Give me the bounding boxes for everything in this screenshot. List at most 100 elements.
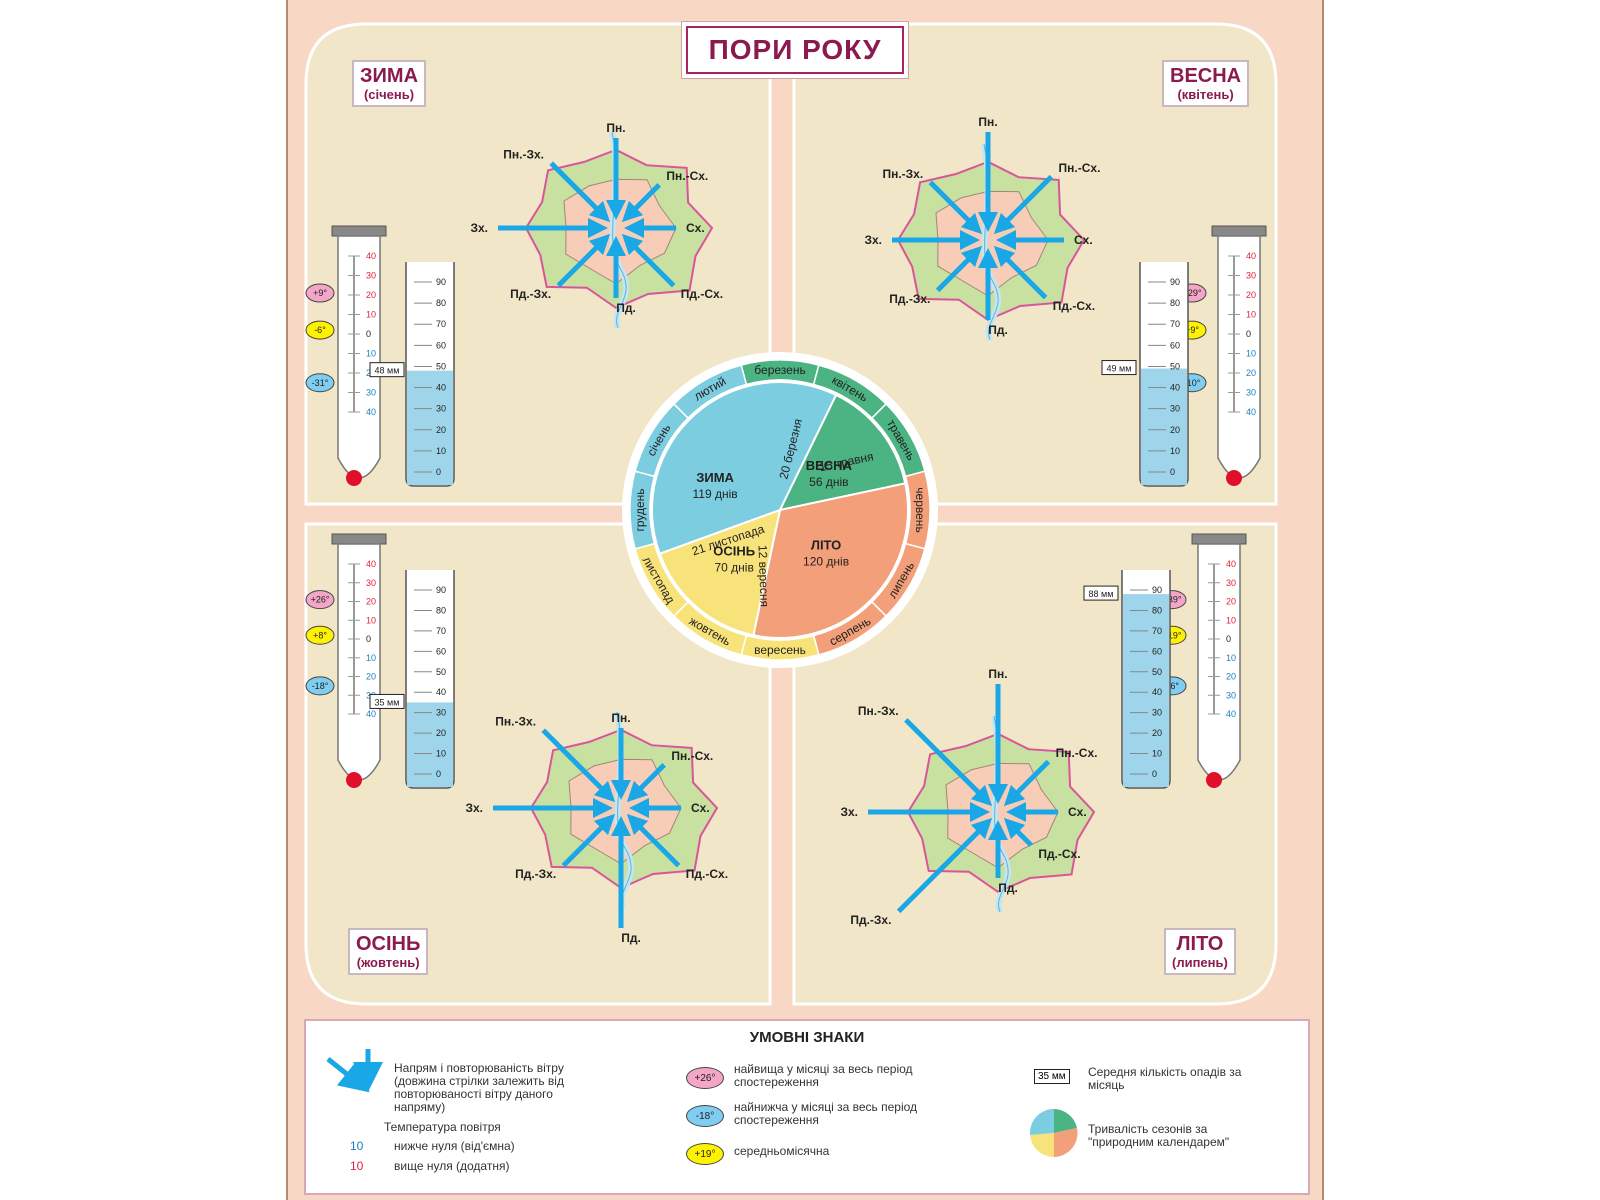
rain-tick: 10 <box>436 446 446 456</box>
wind-label-nw: Пн.-Зх. <box>882 167 923 181</box>
thermometer-tick: 40 <box>366 407 376 417</box>
rain-tick: 70 <box>1170 319 1180 329</box>
rain-tick: 70 <box>436 626 446 636</box>
wind-label-s: Пд. <box>988 323 1008 337</box>
wind-arrow-nw <box>928 180 983 235</box>
thermometer-cap <box>331 225 387 237</box>
sector-days: 120 днів <box>803 554 849 568</box>
rain-tick: 30 <box>436 404 446 414</box>
thermometer-tick: 10 <box>366 615 376 625</box>
month-label: грудень <box>633 488 647 531</box>
wind-label-se: Пд.-Сх. <box>1038 847 1080 861</box>
wind-arrow-sw <box>561 813 616 868</box>
wind-label-w: Зх. <box>840 805 858 819</box>
legend-neg-value: 10 <box>350 1139 364 1153</box>
season-label-winter: ЗИМА (січень) <box>352 60 427 107</box>
thermometer-tick: 10 <box>366 653 376 663</box>
wind-label-e: Сх. <box>686 221 705 235</box>
thermometer-tick: 40 <box>1246 251 1256 261</box>
thermometer-tick: 30 <box>1246 271 1256 281</box>
oval-max-text: +9° <box>313 288 327 298</box>
rain-tick: 90 <box>1170 277 1180 287</box>
legend-temp-heading: Температура повітря <box>384 1120 501 1134</box>
precip-box-text: 49 мм <box>1107 364 1132 374</box>
legend-min-oval: -18° <box>686 1105 724 1127</box>
oval-avg-text: +9° <box>1185 325 1199 335</box>
rain-tick: 0 <box>1152 769 1157 779</box>
wind-arrow-nw <box>541 728 616 803</box>
oval-max-text: +29° <box>1183 288 1202 298</box>
wind-label-nw: Пн.-Зх. <box>495 715 536 729</box>
wind-arrow-se <box>626 813 681 868</box>
rain-gauge-water <box>407 370 453 485</box>
rain-tick: 90 <box>1152 585 1162 595</box>
rain-tick: 30 <box>1170 404 1180 414</box>
thermometer-tick: 40 <box>1226 559 1236 569</box>
wind-label-ne: Пн.-Сх. <box>666 169 708 183</box>
rain-tick: 0 <box>1170 467 1175 477</box>
wind-arrow-se <box>621 233 676 288</box>
wind-label-ne: Пн.-Сх. <box>1059 161 1101 175</box>
legend: УМОВНІ ЗНАКИ Напрям і повторюваність віт… <box>304 1019 1310 1195</box>
sector-name: ЛІТО <box>811 537 841 552</box>
thermometer-tick: 0 <box>1226 634 1231 644</box>
wind-arrow-nw <box>904 718 993 807</box>
precip-box <box>369 362 405 378</box>
precip-box-text: 48 мм <box>375 366 400 376</box>
wind-label-s: Пд. <box>998 881 1018 895</box>
rain-tick: 20 <box>1170 425 1180 435</box>
legend-avg-label: середньомісячна <box>734 1144 830 1158</box>
oval-min <box>305 676 335 696</box>
wind-label-n: Пн. <box>611 711 630 725</box>
wind-arrow-sw <box>556 233 611 288</box>
precip-box <box>1101 360 1137 376</box>
wind-label-s: Пд. <box>616 301 636 315</box>
legend-max-oval: +26° <box>686 1067 724 1089</box>
wind-arrow-nw <box>549 161 611 223</box>
wind-label-nw: Пн.-Зх. <box>503 148 544 162</box>
poster: Пн.Пн.-Сх.Сх.Пд.-Сх.Пд.Пд.-Зх.Зх.Пн.-Зх.… <box>286 0 1324 1200</box>
month-label: вересень <box>754 643 806 657</box>
thermometer-tick: 0 <box>1246 329 1251 339</box>
month-label: березень <box>754 363 805 377</box>
thermometer-cap <box>331 533 387 545</box>
sector-days: 119 днів <box>693 487 738 501</box>
poster-background: Пн.Пн.-Сх.Сх.Пд.-Сх.Пд.Пд.-Зх.Зх.Пн.-Зх.… <box>304 22 1278 1006</box>
rain-tick: 80 <box>1170 298 1180 308</box>
thermometer-bulb <box>346 772 362 788</box>
oval-min-text: -10° <box>1184 378 1201 388</box>
thermometer-tick: 30 <box>1226 578 1236 588</box>
wind-label-w: Зх. <box>465 801 483 815</box>
sector-name: ОСІНЬ <box>713 543 755 558</box>
thermometer-tick: 30 <box>366 578 376 588</box>
thermometer-tick: 30 <box>366 388 376 398</box>
thermometer-tick: 40 <box>366 559 376 569</box>
season-month: (квітень) <box>1177 87 1234 102</box>
thermometer-tick: 20 <box>1246 290 1256 300</box>
season-sector <box>752 482 909 639</box>
thermometer-tick: 40 <box>1246 407 1256 417</box>
wind-label-e: Сх. <box>1074 233 1093 247</box>
oval-min-text: +6° <box>1165 681 1179 691</box>
thermometer-tick: 0 <box>366 329 371 339</box>
rain-tick: 80 <box>436 605 446 615</box>
rain-tick: 10 <box>1152 749 1162 759</box>
rain-tick: 30 <box>1152 708 1162 718</box>
wind-label-nw: Пн.-Зх. <box>858 704 899 718</box>
thermometer-tick: 20 <box>366 597 376 607</box>
thermometer-tick: 10 <box>366 349 376 359</box>
rain-tick: 40 <box>436 687 446 697</box>
oval-avg-text: -6° <box>314 325 326 335</box>
rain-tick: 30 <box>436 708 446 718</box>
sector-name: ЗИМА <box>696 470 734 485</box>
thermometer-tick: 20 <box>1246 368 1256 378</box>
thermometer-tick: 0 <box>366 634 371 644</box>
wind-label-ne: Пн.-Сх. <box>1056 746 1098 760</box>
wind-arrow-se <box>1003 817 1033 847</box>
rain-tick: 40 <box>436 383 446 393</box>
rain-tick: 50 <box>436 361 446 371</box>
rain-tick: 10 <box>1170 446 1180 456</box>
season-month: (січень) <box>363 87 415 102</box>
rain-tick: 70 <box>1152 626 1162 636</box>
season-label-spring: ВЕСНА (квітень) <box>1162 60 1250 107</box>
